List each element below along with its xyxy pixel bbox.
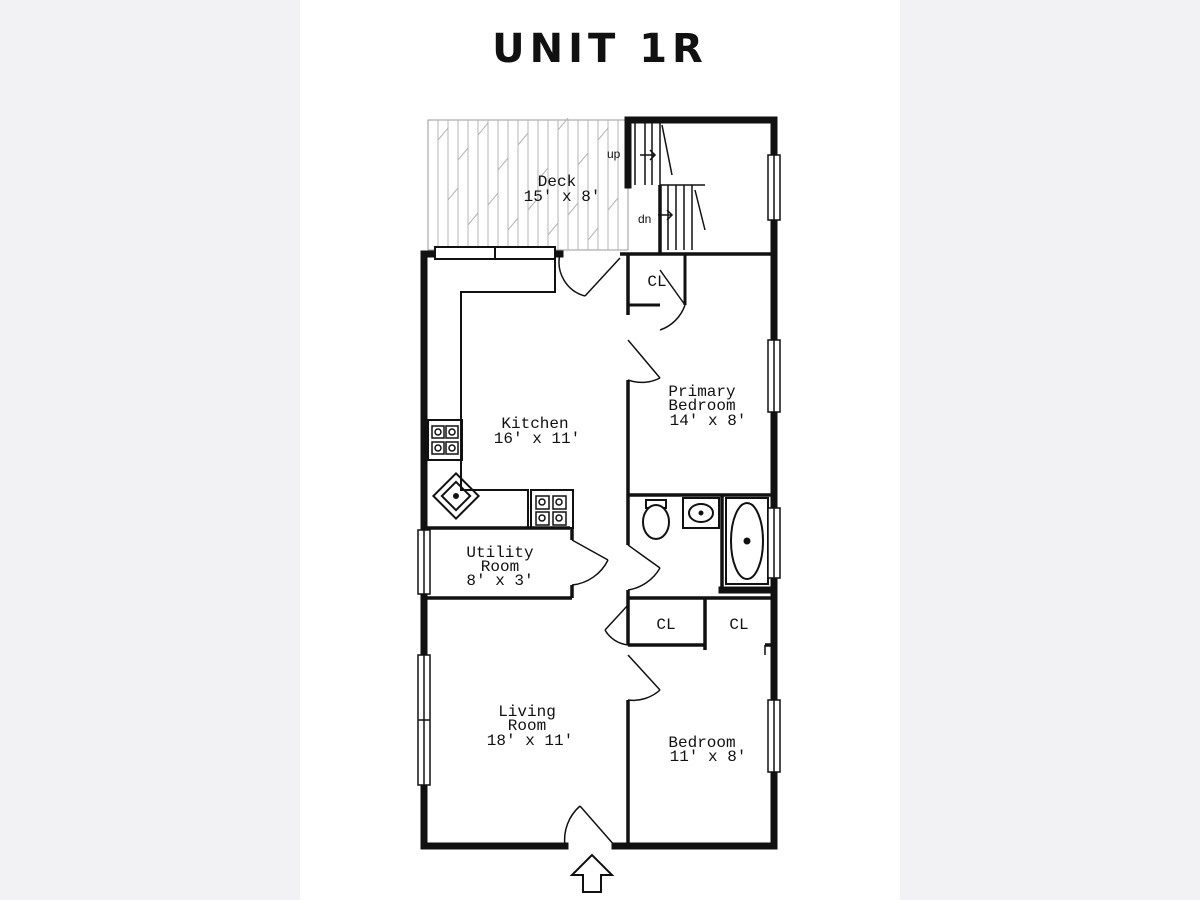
bedroom-size: 11' x 8': [670, 748, 747, 766]
stove-burners-right: [535, 495, 567, 526]
utility-room-size: 8' x 3': [466, 572, 533, 590]
unit-title: UNIT 1R: [492, 26, 708, 72]
stairs-down-label: dn: [638, 212, 651, 226]
deck-area: [427, 117, 629, 251]
bathroom-sink-icon: [682, 497, 720, 529]
utility-room-name-line1: Utility: [466, 544, 534, 562]
bedroom-name: Bedroom: [668, 734, 735, 752]
primary-bedroom-name-line1: Primary: [668, 383, 736, 401]
hall-closet-label: CL: [656, 616, 675, 634]
living-room-size: 18' x 11': [487, 732, 573, 750]
primary-closet-label: CL: [647, 273, 666, 291]
stairs-up-label: up: [607, 147, 621, 161]
kitchen-sink-icon: [431, 471, 481, 521]
deck-size: 15' x 8': [524, 188, 601, 206]
interior-walls: [424, 185, 774, 846]
deck-name: Deck: [538, 173, 576, 191]
primary-bedroom-size: 14' x 8': [670, 412, 747, 430]
kitchen-name: Kitchen: [501, 415, 568, 433]
entry-arrow-icon: [569, 853, 615, 893]
primary-closet-outline: [628, 254, 687, 307]
kitchen-size: 16' x 11': [494, 430, 580, 448]
utility-room-name-line2: Room: [481, 558, 519, 576]
living-room-name-line1: Living: [498, 703, 556, 721]
stove-burners-left: [431, 425, 459, 455]
bedroom-closet-label: CL: [729, 616, 748, 634]
windows: [417, 154, 781, 786]
kitchen-counters: [427, 246, 574, 529]
primary-bedroom-name-line2: Bedroom: [668, 397, 735, 415]
bathtub-icon: [725, 497, 769, 585]
living-room-name-line2: Room: [508, 717, 546, 735]
doors: [558, 253, 766, 847]
stairs: [634, 120, 706, 250]
toilet-icon: [642, 499, 670, 540]
